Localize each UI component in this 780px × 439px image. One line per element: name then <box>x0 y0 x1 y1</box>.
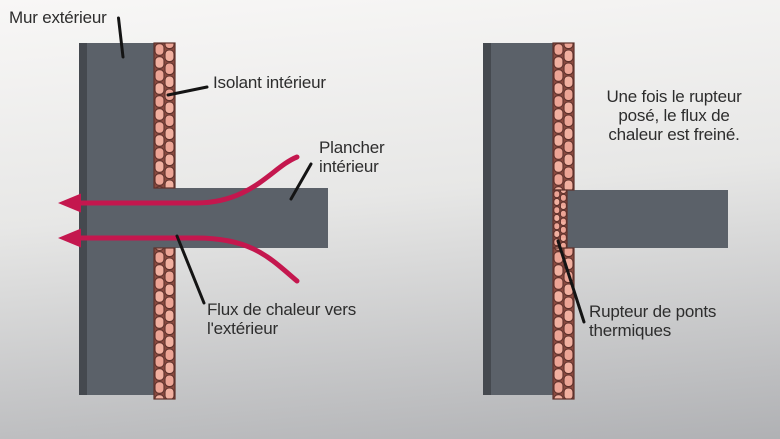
left-diagram <box>58 16 328 400</box>
interior-floor-slab-right <box>567 190 728 248</box>
label-interior-insulation: Isolant intérieur <box>213 73 326 92</box>
exterior-wall-right <box>483 43 553 395</box>
right-diagram <box>483 42 728 400</box>
heat-flux-arrow-lower <box>77 235 300 284</box>
exterior-wall-left <box>79 43 155 395</box>
label-exterior-wall: Mur extérieur <box>9 8 107 27</box>
pointer-line-thermal-break <box>556 239 586 324</box>
label-interior-floor: Plancher intérieur <box>319 138 385 176</box>
pointer-line-heat-flux <box>175 234 206 305</box>
pointer-line-interior-floor <box>289 162 313 201</box>
interior-insulation-left-lower <box>153 247 176 400</box>
label-heat-flux: Flux de chaleur vers l'extérieur <box>207 300 357 338</box>
interior-insulation-right-upper <box>552 42 575 191</box>
heat-flux-arrowhead-lower <box>58 228 81 248</box>
heat-flux-arrow-upper <box>77 154 300 206</box>
interior-insulation-left-upper <box>153 42 176 189</box>
interior-insulation-right-lower <box>552 247 575 400</box>
exterior-wall-left-shadow-edge <box>79 43 87 395</box>
caption-thermal-break-effect: Une fois le rupteur posé, le flux de cha… <box>606 87 742 144</box>
pointer-line-interior-insulation <box>166 85 209 97</box>
exterior-wall-right-shadow-edge <box>483 43 491 395</box>
heat-flux-arrowhead-upper <box>58 193 81 213</box>
pointer-line-exterior-wall <box>117 16 125 59</box>
label-thermal-break: Rupteur de ponts thermiques <box>589 302 717 340</box>
thermal-break-strip <box>552 189 568 249</box>
